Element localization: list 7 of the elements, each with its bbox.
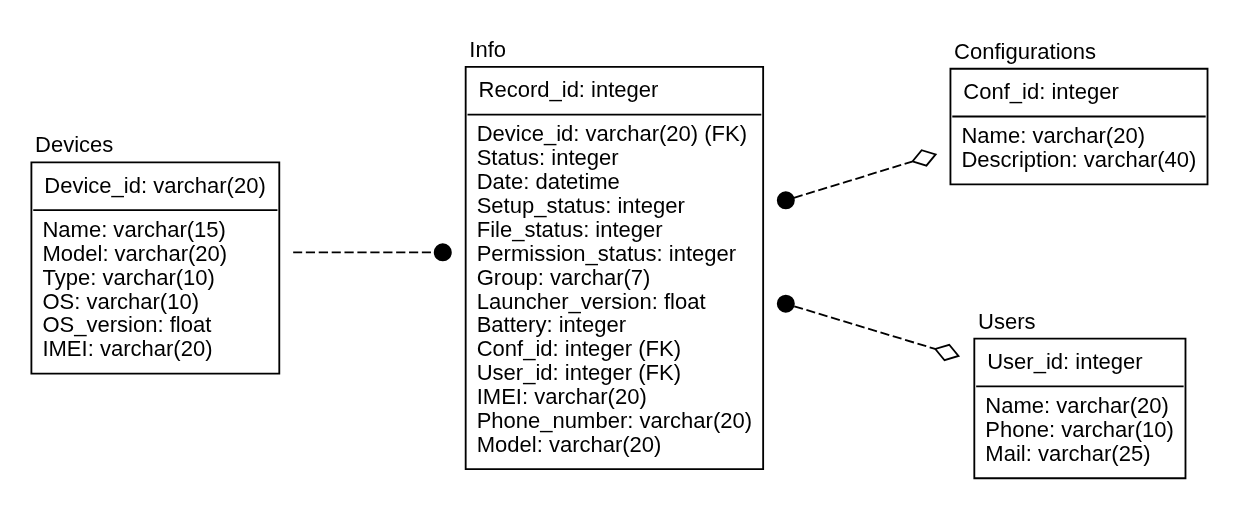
node-label: Devices (35, 131, 114, 157)
connector (776, 148, 938, 209)
connector (292, 242, 452, 261)
connector (776, 294, 961, 361)
node-label: Users (977, 308, 1036, 334)
node-label: Configurations (954, 38, 1097, 64)
node-label: Info (469, 36, 507, 62)
